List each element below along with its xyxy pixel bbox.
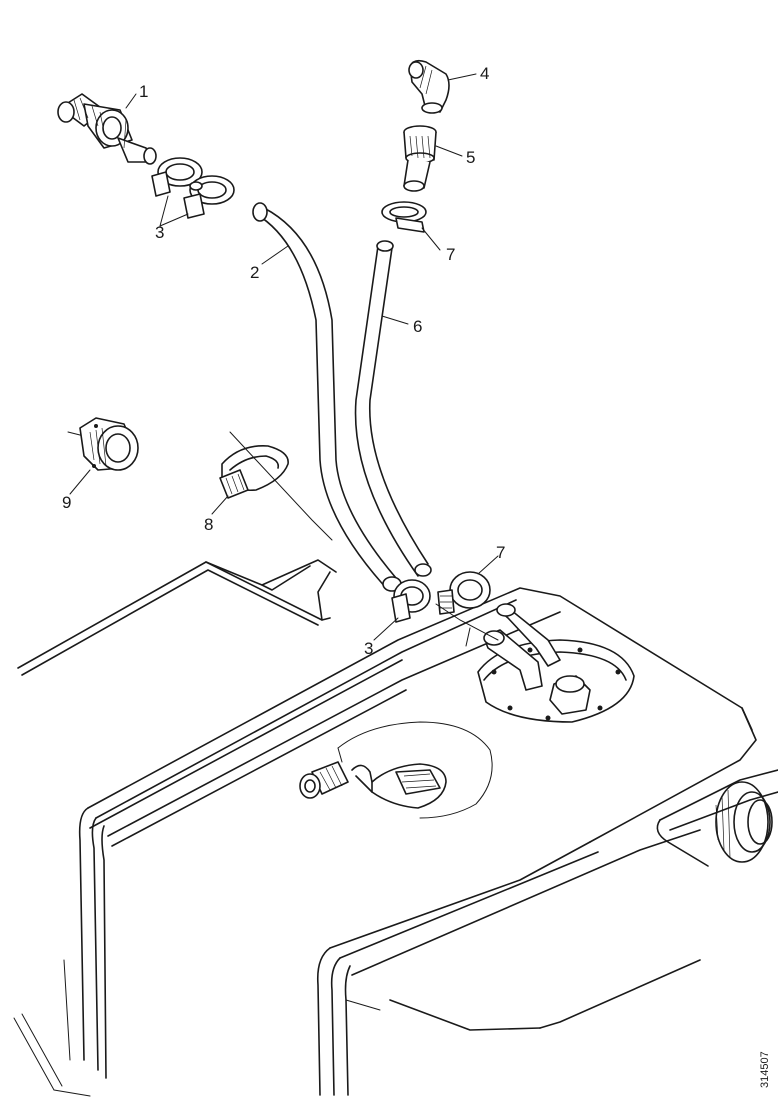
part-9-valve [67, 417, 139, 471]
sender-connector [299, 761, 349, 799]
part-5-nipple [403, 125, 437, 192]
callout-2: 2 [250, 263, 259, 282]
part-7-clamp-top [381, 201, 427, 233]
callout-7-top: 7 [446, 245, 455, 264]
drawing-code: 314507 [759, 1051, 771, 1088]
vent-flange [465, 603, 635, 723]
callout-4: 4 [480, 64, 489, 83]
callout-6: 6 [413, 317, 422, 336]
callout-3-top: 3 [155, 223, 164, 242]
callout-7-bottom: 7 [496, 543, 505, 562]
tank-body [13, 559, 778, 1097]
callout-9: 9 [62, 493, 71, 512]
part-8-clamp [219, 431, 333, 541]
hose-6 [354, 240, 432, 577]
part-1-connector [57, 93, 157, 165]
callout-8: 8 [204, 515, 213, 534]
part-3-clamps-top [151, 157, 235, 219]
hose-2 [252, 202, 402, 592]
fuel-sender-unit [299, 721, 493, 819]
lower-clamp-cluster [391, 571, 499, 641]
callout-3-bottom: 3 [364, 639, 373, 658]
filler-neck [656, 769, 778, 867]
part-4-elbow [408, 59, 450, 114]
leader-lines [69, 73, 499, 641]
callout-5: 5 [466, 148, 475, 167]
callout-1: 1 [139, 82, 148, 101]
callout-labels: 1 2 3 4 5 6 7 7 8 9 3 [62, 64, 505, 658]
